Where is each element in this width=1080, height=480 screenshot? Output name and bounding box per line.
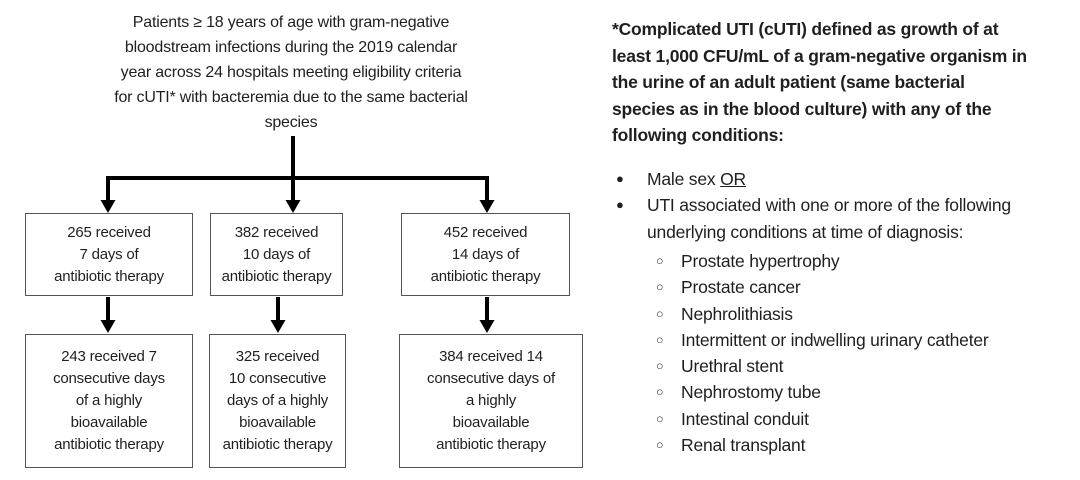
bullet-male-sex-text: Male sex OR [647, 166, 1076, 193]
condition-label: Intestinal conduit [681, 408, 809, 429]
flow-arrows [100, 136, 495, 333]
bullet-uti-associated: ● UTI associated with one or more of the… [612, 192, 1076, 245]
circle-bullet-icon: ○ [656, 280, 664, 295]
condition-label: Urethral stent [681, 356, 784, 377]
condition-label: Intermittent or indwelling urinary cathe… [681, 329, 989, 350]
arrowhead-col1-icon [100, 320, 116, 333]
circle-bullet-icon: ○ [656, 411, 664, 426]
cuti-definition-panel: *Complicated UTI (cUTI) defined as growt… [612, 16, 1076, 458]
condition-item: ○ Urethral stent [612, 353, 1076, 379]
condition-item: ○ Intestinal conduit [612, 406, 1076, 432]
condition-item: ○ Prostate hypertrophy [612, 248, 1076, 274]
condition-label: Prostate cancer [681, 277, 801, 298]
circle-bullet-icon: ○ [656, 306, 664, 321]
circle-bullet-icon: ○ [656, 332, 664, 347]
condition-item: ○ Prostate cancer [612, 274, 1076, 300]
bullet-male-sex: ● Male sex OR [612, 166, 1076, 193]
bullet-uti-associated-text: UTI associated with one or more of the f… [647, 195, 1011, 242]
circle-bullet-icon: ○ [656, 254, 664, 268]
arrowhead-right-icon [479, 200, 495, 213]
male-sex-label: Male sex [647, 168, 721, 189]
or-underlined-label: OR [720, 168, 746, 189]
box-382-received-10-days: 382 received 10 days of antibiotic thera… [210, 213, 343, 296]
bullet-icon: ● [616, 170, 624, 186]
circle-bullet-icon: ○ [656, 385, 664, 400]
arrowhead-center-icon [285, 200, 301, 213]
circle-bullet-icon: ○ [656, 438, 664, 453]
branch-rail-line [106, 176, 489, 202]
circle-bullet-icon: ○ [656, 359, 664, 374]
arrowhead-col2-icon [270, 320, 286, 333]
underlying-conditions-list: ○ Prostate hypertrophy ○ Prostate cancer… [612, 248, 1076, 458]
arrowhead-col3-icon [479, 320, 495, 333]
box-452-received-14-days: 452 received 14 days of antibiotic thera… [401, 213, 570, 296]
bullet-icon: ● [616, 197, 624, 212]
condition-item: ○ Intermittent or indwelling urinary cat… [612, 327, 1076, 353]
box-243-consecutive-7-days: 243 received 7 consecutive days of a hig… [25, 334, 193, 468]
box-325-consecutive-10-days: 325 received 10 consecutive days of a hi… [209, 334, 346, 468]
condition-item: ○ Nephrolithiasis [612, 301, 1076, 327]
condition-item: ○ Renal transplant [612, 432, 1076, 458]
cuti-definition-text: *Complicated UTI (cUTI) defined as growt… [612, 19, 1027, 145]
arrowhead-left-icon [100, 200, 116, 213]
condition-label: Nephrostomy tube [681, 382, 821, 403]
condition-label: Renal transplant [681, 435, 806, 456]
box-265-received-7-days: 265 received 7 days of antibiotic therap… [25, 213, 193, 296]
box-384-consecutive-14-days: 384 received 14 consecutive days of a hi… [399, 334, 583, 468]
condition-label: Nephrolithiasis [681, 303, 793, 324]
condition-label: Prostate hypertrophy [681, 251, 840, 271]
eligibility-criteria-text: Patients ≥ 18 years of age with gram-neg… [114, 14, 468, 131]
condition-item: ○ Nephrostomy tube [612, 379, 1076, 405]
